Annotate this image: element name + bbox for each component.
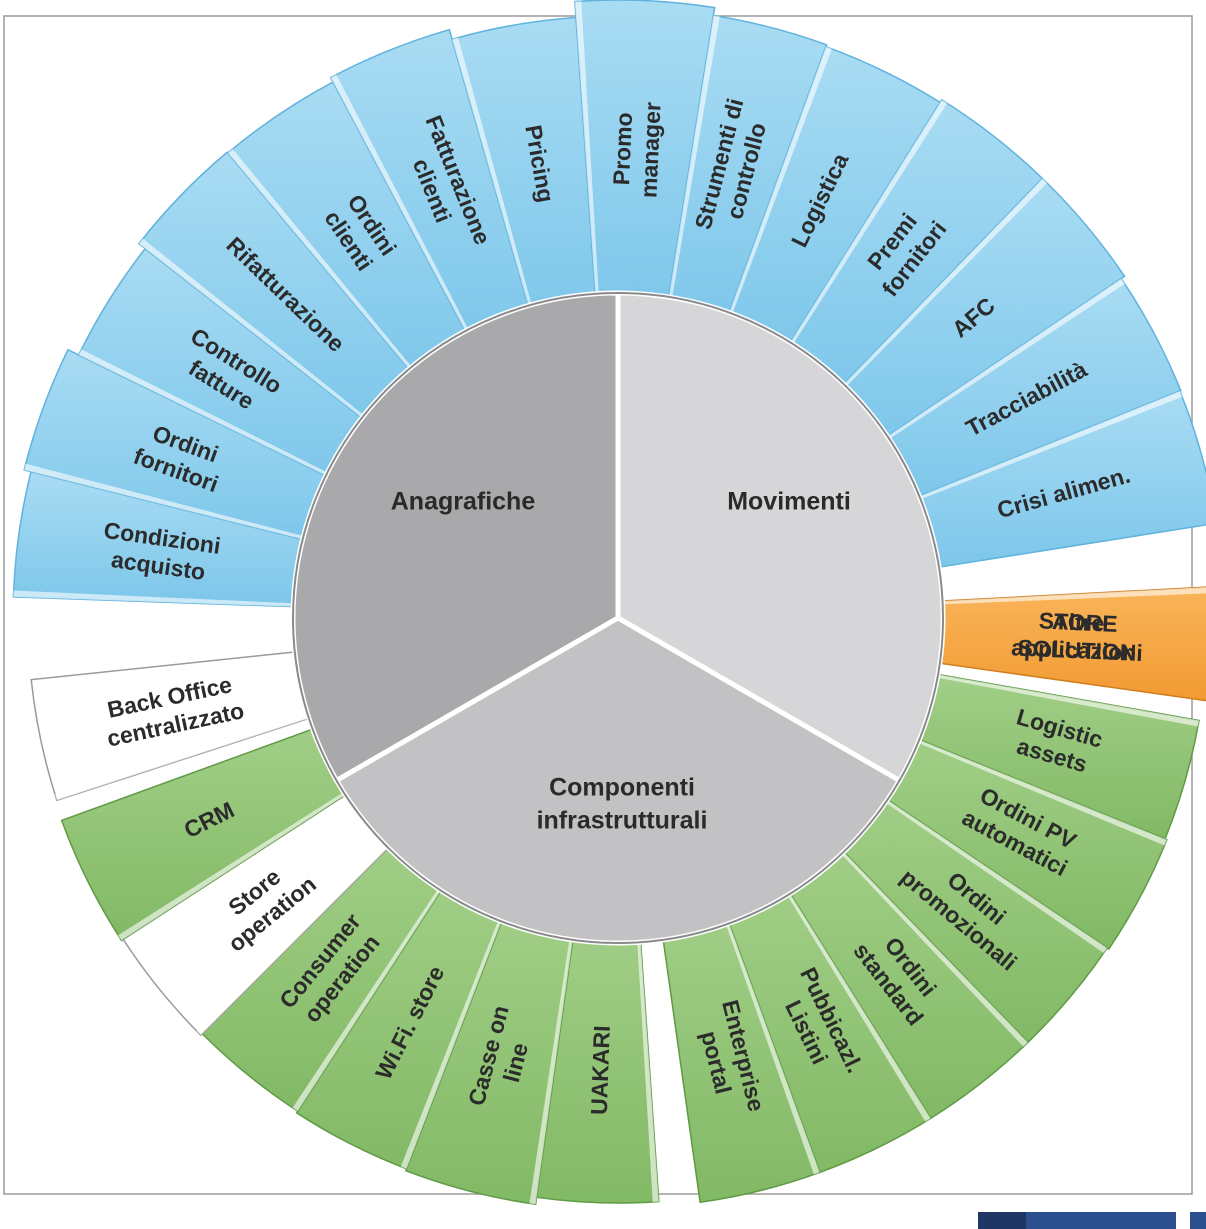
segment-separator <box>635 917 659 1202</box>
segment-separator <box>400 896 511 1169</box>
segment-separator <box>896 390 1183 509</box>
segment-separator <box>227 148 428 389</box>
logo-digit-mark <box>1176 1212 1190 1229</box>
segment-separator <box>917 587 1206 606</box>
segment-separator <box>864 785 1108 954</box>
segment-separator <box>78 349 350 487</box>
segment-label-promo-manager-1: Promo <box>608 112 637 186</box>
segment-separator <box>824 833 1028 1047</box>
segment-separator <box>118 778 367 941</box>
segment-separator <box>138 238 384 434</box>
segment-separator <box>720 46 832 338</box>
core-label-anagrafiche: Anagrafiche <box>391 488 536 516</box>
segment-separator <box>826 178 1048 405</box>
segment-separator <box>894 730 1167 846</box>
segment-separator <box>912 670 1200 727</box>
core-label-componenti-line1: Componenti <box>549 774 695 802</box>
segment-ring <box>12 0 1206 1206</box>
segment-label-store-solution-2: SOLUTION <box>1017 635 1137 666</box>
segment-separator <box>24 463 328 546</box>
core-label-componenti-line2: infrastrutturali <box>537 807 708 835</box>
segment-separator <box>54 707 333 801</box>
segment-separator <box>529 914 577 1205</box>
segment-overlay-store-solution-2: applicazioni <box>1011 634 1144 666</box>
segment-separator <box>330 74 480 354</box>
segment-separator <box>866 278 1125 453</box>
logo-x-mark <box>978 1212 1026 1229</box>
segment-separator <box>292 867 455 1112</box>
segment-separator <box>717 899 820 1175</box>
segment-separator <box>774 872 931 1122</box>
segment-label-promo-manager-2: manager <box>635 101 665 198</box>
segment-overlay-store-solution-1: Altre <box>1052 608 1105 636</box>
segment-separator <box>452 37 539 330</box>
core-pie <box>290 290 946 946</box>
segment-separator <box>776 99 948 366</box>
core-outline <box>292 292 944 944</box>
segment-separator <box>664 15 720 323</box>
segment-label-uakari-1: UAKARI <box>586 1025 615 1115</box>
segment-separator <box>13 590 319 608</box>
company-logo <box>978 1212 1206 1229</box>
segment-label-store-solution-1: STORE <box>1038 607 1118 636</box>
segment-separator <box>574 1 601 319</box>
core-label-movimenti: Movimenti <box>727 488 851 516</box>
segment-separator <box>196 827 406 1036</box>
